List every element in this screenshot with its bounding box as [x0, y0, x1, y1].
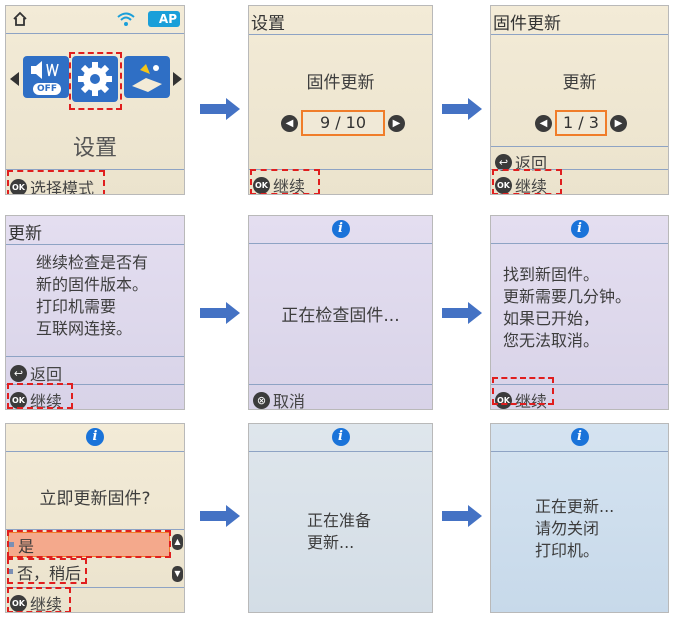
footer-cancel[interactable]: ⊗ 取消 [253, 388, 305, 409]
ok-icon: OK [10, 178, 27, 194]
info-icon: i [331, 220, 350, 238]
mode-right-arrow[interactable] [173, 72, 182, 86]
screen-5-checking: i 正在检查固件... ⊗ 取消 [248, 215, 433, 410]
prev-icon[interactable]: ◀ [535, 114, 552, 132]
page-counter: 9 / 10 [301, 110, 385, 136]
scroll-up-icon[interactable]: ▲ [172, 534, 183, 550]
firmware-item: 更新 [562, 73, 597, 93]
checking-message: 正在检查固件... [281, 306, 400, 326]
mute-icon[interactable]: OFF [23, 56, 69, 98]
info-icon: i [331, 428, 350, 446]
updating-message: 正在更新... 请勿关闭 打印机。 [535, 497, 615, 560]
ok-icon: OK [495, 176, 512, 194]
footer-select-mode[interactable]: OK 选择模式 [10, 178, 95, 195]
settings-stepper[interactable]: ◀ 9 / 10 ▶ [281, 110, 405, 136]
prev-icon[interactable]: ◀ [281, 114, 298, 132]
preparing-message: 正在准备 更新... [307, 511, 372, 552]
highlight-option-later [7, 558, 87, 584]
next-icon[interactable]: ▶ [388, 114, 405, 132]
home-icon[interactable] [12, 11, 28, 27]
screen-title: 固件更新 [493, 14, 561, 34]
flow-arrow-6 [442, 505, 482, 527]
wifi-icon [116, 11, 136, 27]
screen-8-preparing: i 正在准备 更新... [248, 423, 433, 613]
cancel-icon: ⊗ [253, 391, 270, 409]
update-message: 继续检查是否有 新的固件版本。 打印机需要 互联网连接。 [36, 253, 149, 338]
footer-continue[interactable]: OK 继续 [495, 176, 548, 195]
back-row[interactable]: ↩ 返回 [495, 150, 547, 174]
highlight-footer [7, 587, 71, 612]
screen-3-firmware-update: 固件更新 更新 ◀ 1 / 3 ▶ ↩ 返回 OK 继续 [490, 5, 669, 195]
maintenance-icon[interactable] [124, 56, 170, 98]
info-icon: i [570, 220, 589, 238]
ok-icon: OK [253, 176, 270, 194]
update-question: 立即更新固件? [39, 489, 151, 509]
gear-icon[interactable] [72, 56, 118, 102]
flow-arrow-5 [200, 505, 240, 527]
screen-1-mode-select: AP OFF [5, 5, 185, 195]
back-icon: ↩ [10, 364, 27, 382]
settings-item: 固件更新 [306, 73, 375, 93]
highlight-footer [492, 377, 554, 405]
back-icon: ↩ [495, 153, 512, 171]
flow-arrow-3 [200, 302, 240, 324]
mode-title: 设置 [72, 136, 117, 161]
screen-4-update-info: 更新 继续检查是否有 新的固件版本。 打印机需要 互联网连接。 ↩ 返回 OK … [5, 215, 185, 410]
flow-arrow-1 [200, 98, 240, 120]
footer-continue[interactable]: OK 继续 [253, 176, 306, 195]
footer-continue[interactable]: OK 继续 [10, 391, 63, 410]
screen-9-updating: i 正在更新... 请勿关闭 打印机。 [490, 423, 669, 613]
scroll-down-icon[interactable]: ▼ [172, 566, 183, 582]
screen-2-settings: 设置 固件更新 ◀ 9 / 10 ▶ OK 继续 [248, 5, 433, 195]
found-message: 找到新固件。 更新需要几分钟。 如果已开始， 您无法取消。 [503, 265, 632, 350]
back-row[interactable]: ↩ 返回 [10, 361, 62, 385]
info-icon: i [570, 428, 589, 446]
highlight-gear [69, 52, 122, 110]
highlight-footer [7, 170, 105, 194]
flow-arrow-2 [442, 98, 482, 120]
firmware-stepper[interactable]: ◀ 1 / 3 ▶ [535, 110, 627, 136]
screen-6-found-firmware: i 找到新固件。 更新需要几分钟。 如果已开始， 您无法取消。 OK 继续 [490, 215, 669, 410]
mode-left-arrow[interactable] [10, 72, 19, 86]
screen-title: 设置 [251, 14, 285, 34]
page-counter: 1 / 3 [555, 110, 607, 136]
flow-arrow-4 [442, 302, 482, 324]
highlight-option-yes [7, 530, 171, 558]
info-icon: i [86, 428, 104, 446]
ok-icon: OK [10, 594, 27, 612]
highlight-footer [7, 383, 73, 409]
option-later[interactable]: 否，稍后 [8, 560, 170, 583]
footer-continue[interactable]: OK 继续 [10, 594, 63, 613]
next-icon[interactable]: ▶ [610, 114, 627, 132]
highlight-footer [250, 169, 320, 194]
ok-icon: OK [10, 391, 27, 409]
screen-7-update-now: i 立即更新固件? 是 否，稍后 ▲ ▼ OK 继续 [5, 423, 185, 613]
screen-title: 更新 [8, 224, 42, 244]
ap-badge: AP [148, 11, 180, 27]
highlight-footer [492, 169, 562, 194]
